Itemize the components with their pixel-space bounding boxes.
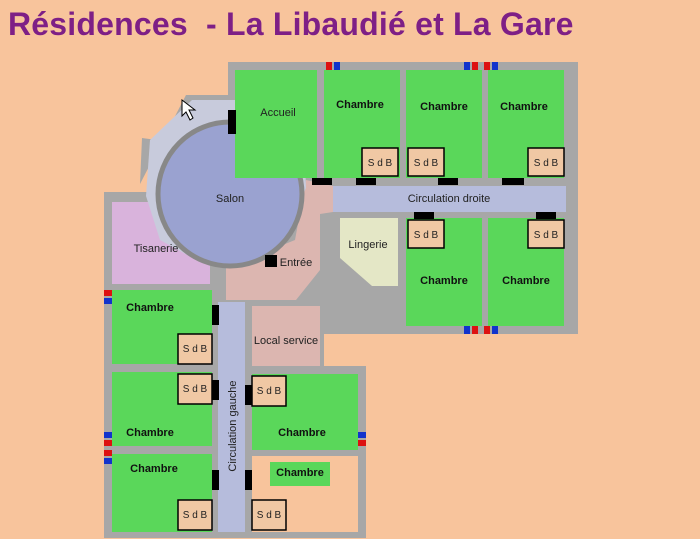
label-local-service: Local service	[254, 335, 318, 347]
label-circulation-gauche: Circulation gauche	[227, 380, 239, 471]
chambres-left	[112, 290, 212, 532]
label-chambre: Chambre	[130, 463, 178, 475]
label-lingerie: Lingerie	[348, 239, 387, 251]
label-chambre: Chambre	[500, 101, 548, 113]
chambre-bottom-label-bg	[270, 462, 330, 486]
label-chambre: Chambre	[126, 427, 174, 439]
sdb-boxes	[177, 147, 565, 531]
label-sdb: S d B	[368, 158, 393, 169]
sdb-labels: S d B S d B S d B S d B S d B S d B S d …	[183, 158, 559, 521]
circulation-gauche	[218, 302, 245, 532]
entree	[226, 180, 333, 300]
label-circulation-droite: Circulation droite	[408, 193, 491, 205]
lingerie	[340, 218, 398, 286]
label-chambre: Chambre	[126, 302, 174, 314]
label-tisanerie: Tisanerie	[134, 243, 179, 255]
label-chambre: Chambre	[276, 467, 324, 479]
circulation-droite	[333, 186, 566, 212]
local-service	[252, 306, 320, 366]
label-sdb: S d B	[183, 510, 208, 521]
label-entree: Entrée	[280, 257, 312, 269]
label-sdb: S d B	[183, 344, 208, 355]
label-salon: Salon	[216, 193, 244, 205]
label-sdb: S d B	[534, 230, 559, 241]
label-chambre: Chambre	[278, 427, 326, 439]
windows	[104, 62, 498, 464]
doors	[212, 110, 556, 490]
label-sdb: S d B	[534, 158, 559, 169]
page-title: Résidences - La Libaudié et La Gare	[8, 6, 574, 42]
label-sdb: S d B	[414, 230, 439, 241]
label-sdb: S d B	[257, 386, 282, 397]
label-chambre: Chambre	[336, 99, 384, 111]
label-sdb: S d B	[257, 510, 282, 521]
chambre-labels: Chambre Chambre Chambre Chambre Chambre …	[126, 99, 550, 479]
cursor-icon	[181, 98, 197, 121]
accueil	[235, 70, 317, 178]
label-chambre: Chambre	[502, 275, 550, 287]
label-chambre: Chambre	[420, 101, 468, 113]
label-accueil: Accueil	[260, 107, 295, 119]
label-sdb: S d B	[414, 158, 439, 169]
label-sdb: S d B	[183, 384, 208, 395]
label-chambre: Chambre	[420, 275, 468, 287]
